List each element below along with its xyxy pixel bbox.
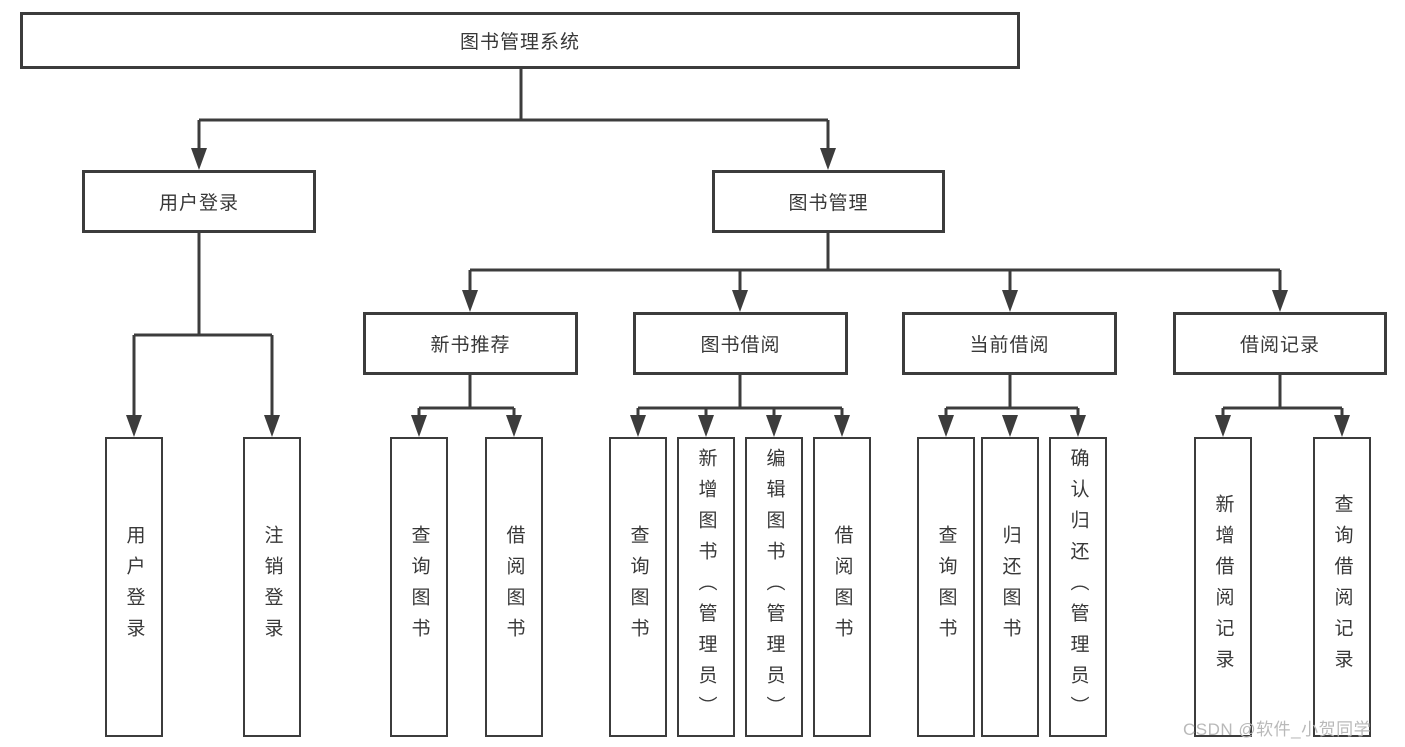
leaf-add-books-admin-label: 新增图书（管理员） [695,447,717,727]
node-library-system: 图书管理系统 [20,12,1020,69]
node-book-borrow-label: 图书借阅 [700,335,781,356]
csdn-watermark: CSDN @软件_小贺同学 [1183,720,1372,739]
leaf-query-books-recommend: 查询图书 [390,437,448,737]
leaf-borrow-books-recommend-label: 借阅图书 [503,525,525,649]
leaf-query-books-current-label: 查询图书 [935,525,957,649]
leaf-user-login: 用户登录 [105,437,163,737]
node-new-book-recommend: 新书推荐 [363,312,578,375]
leaf-add-borrow-record-label: 新增借阅记录 [1212,494,1234,680]
node-book-borrow: 图书借阅 [633,312,848,375]
leaf-logout: 注销登录 [243,437,301,737]
leaf-query-books-borrow: 查询图书 [609,437,667,737]
node-user-login-label: 用户登录 [158,193,239,214]
node-current-borrow-label: 当前借阅 [969,335,1050,356]
leaf-user-login-label: 用户登录 [123,525,145,649]
leaf-query-borrow-record: 查询借阅记录 [1313,437,1371,737]
leaf-query-borrow-record-label: 查询借阅记录 [1331,494,1353,680]
leaf-borrow-books: 借阅图书 [813,437,871,737]
leaf-logout-label: 注销登录 [261,525,283,649]
connector-lines [132,69,1344,418]
node-current-borrow: 当前借阅 [902,312,1117,375]
node-book-management-label: 图书管理 [788,193,869,214]
leaf-borrow-books-recommend: 借阅图书 [485,437,543,737]
leaf-confirm-return-admin-label: 确认归还（管理员） [1067,447,1089,727]
leaf-query-books-borrow-label: 查询图书 [627,525,649,649]
leaf-query-books-current: 查询图书 [917,437,975,737]
node-library-system-label: 图书管理系统 [459,32,580,53]
leaf-add-borrow-record: 新增借阅记录 [1194,437,1252,737]
leaf-confirm-return-admin: 确认归还（管理员） [1049,437,1107,737]
arrowhead-icons [126,148,1350,437]
leaf-add-books-admin: 新增图书（管理员） [677,437,735,737]
node-book-management: 图书管理 [712,170,945,233]
leaf-return-books: 归还图书 [981,437,1039,737]
node-user-login: 用户登录 [82,170,316,233]
node-borrow-records-label: 借阅记录 [1239,335,1320,356]
leaf-query-books-recommend-label: 查询图书 [408,525,430,649]
node-borrow-records: 借阅记录 [1173,312,1387,375]
leaf-borrow-books-label: 借阅图书 [831,525,853,649]
leaf-edit-books-admin-label: 编辑图书（管理员） [763,447,785,727]
leaf-edit-books-admin: 编辑图书（管理员） [745,437,803,737]
leaf-return-books-label: 归还图书 [999,525,1021,649]
node-new-book-recommend-label: 新书推荐 [430,335,511,356]
